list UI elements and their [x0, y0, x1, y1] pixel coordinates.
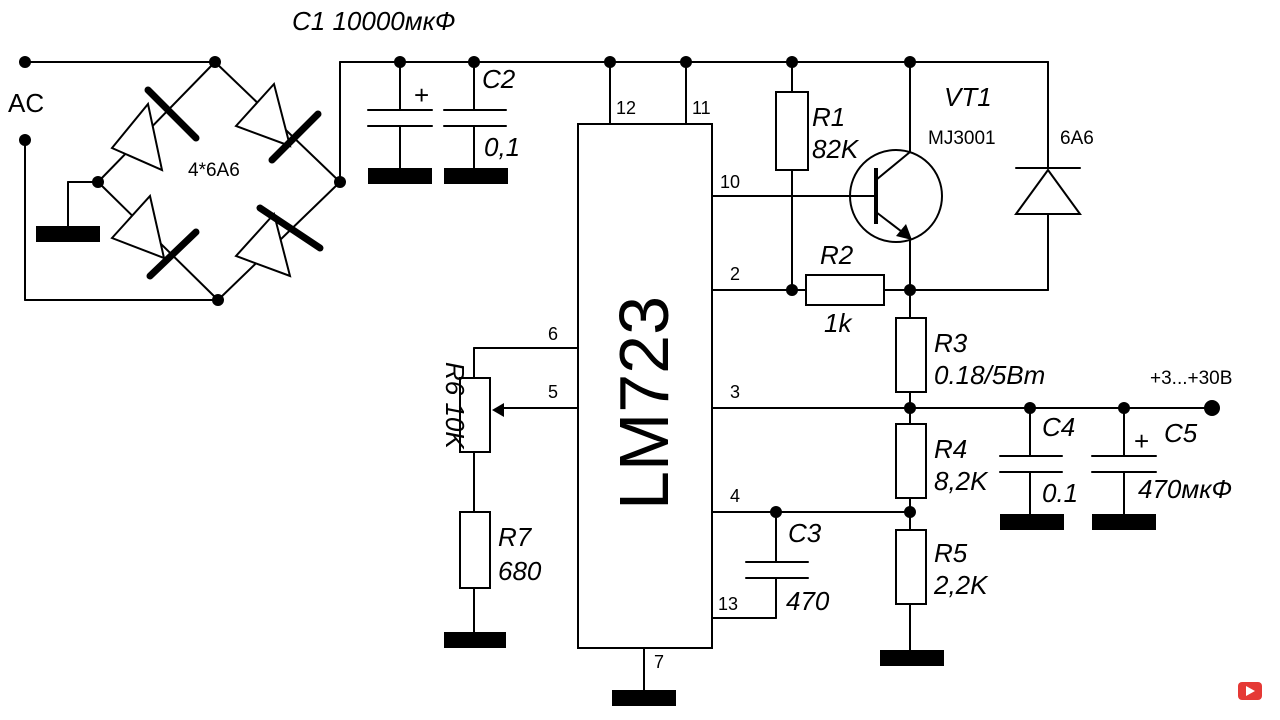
r7-value: 680: [498, 556, 542, 586]
c5-plus: +: [1134, 426, 1149, 456]
protection-diode: 6A6: [909, 61, 1094, 291]
c5-value: 470мкФ: [1138, 474, 1232, 504]
bridge-diode-4: [234, 204, 324, 278]
c1-plus: +: [414, 80, 429, 110]
ac-terminal-1: [19, 56, 31, 68]
r1-label: R1: [812, 102, 845, 132]
bridge-diode-2: [234, 81, 322, 164]
c4-value: 0.1: [1042, 478, 1078, 508]
chip-label: LM723: [605, 296, 683, 510]
r4-label: R4: [934, 434, 967, 464]
ac-terminal-2: [19, 134, 31, 146]
r4-value: 8,2K: [934, 466, 989, 496]
bridge-rectifier: 4*6A6: [36, 56, 346, 306]
r7-label: R7: [498, 522, 533, 552]
pin-4: 4: [730, 486, 740, 506]
pin-5: 5: [548, 382, 558, 402]
capacitor-c3: C3 470: [745, 506, 830, 619]
ac-label: AC: [8, 88, 44, 118]
output-label: +3...+30В: [1150, 368, 1232, 389]
pin-7: 7: [654, 652, 664, 672]
capacitor-c5: + C5 470мкФ: [1091, 407, 1232, 530]
ground-symbol: [36, 226, 100, 242]
vt1-label: VT1: [944, 82, 992, 112]
resistor-r1: R1 82K: [775, 61, 860, 291]
ac-input: AC: [8, 56, 219, 301]
resistor-r4: R4 8,2K: [895, 407, 989, 518]
c3-value: 470: [786, 586, 830, 616]
capacitor-c1: C1 10000мкФ +: [292, 6, 456, 184]
resistor-r7: R7 680: [444, 511, 542, 648]
pin-12: 12: [616, 98, 636, 118]
r5-label: R5: [934, 538, 968, 568]
transistor-vt1: VT1 MJ3001: [849, 61, 996, 291]
resistor-r3: R3 0.18/5Вт: [895, 289, 1045, 409]
r1-value: 82K: [812, 134, 860, 164]
pin-6: 6: [548, 324, 558, 344]
r2-label: R2: [820, 240, 854, 270]
r5-value: 2,2K: [933, 570, 989, 600]
diode-label: 6A6: [1060, 128, 1094, 149]
capacitor-c2: C2 0,1: [443, 61, 520, 184]
bridge-label: 4*6A6: [188, 160, 240, 181]
r6-label: R6 10K: [440, 362, 470, 450]
bridge-diode-3: [110, 193, 200, 280]
c4-label: C4: [1042, 412, 1075, 442]
pin-10: 10: [720, 172, 740, 192]
vt1-part: MJ3001: [928, 128, 996, 149]
resistor-r5: R5 2,2K: [880, 511, 989, 666]
r2-value: 1k: [824, 308, 853, 338]
r3-label: R3: [934, 328, 968, 358]
resistor-r2: R2 1k: [786, 240, 916, 338]
pin-11: 11: [692, 98, 711, 118]
potentiometer-r6: R6 10K: [440, 347, 491, 513]
capacitor-c4: C4 0.1: [999, 407, 1078, 530]
r3-value: 0.18/5Вт: [934, 360, 1045, 390]
pin-2: 2: [730, 264, 740, 284]
pin-3: 3: [730, 382, 740, 402]
c2-label: C2: [482, 64, 516, 94]
c1-label: C1 10000мкФ: [292, 6, 456, 36]
channel-logo-icon: [1238, 682, 1262, 700]
c5-label: C5: [1164, 418, 1198, 448]
c2-value: 0,1: [484, 132, 520, 162]
c3-label: C3: [788, 518, 822, 548]
lm723-chip: LM723 12 11 10 2 3 4 13 7 6 5: [473, 61, 1213, 706]
bridge-diode-1: [110, 86, 200, 172]
pin-13: 13: [718, 594, 738, 614]
